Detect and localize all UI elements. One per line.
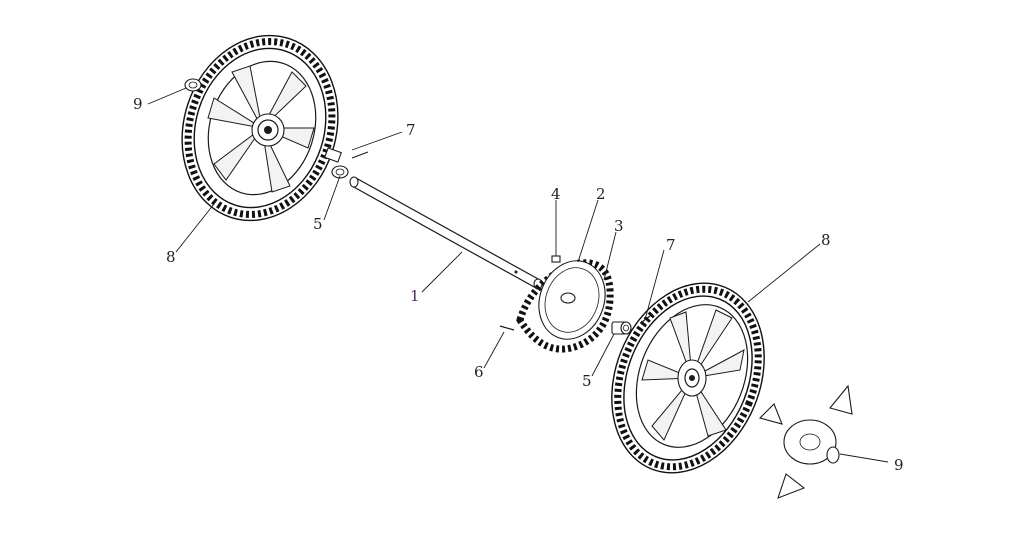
label-wheel-right: 8 <box>821 231 831 249</box>
key <box>551 255 561 263</box>
label-chain: 3 <box>614 217 624 235</box>
label-bushing-left: 5 <box>313 215 323 233</box>
label-spring-pin-left: 7 <box>406 121 416 139</box>
left-washer <box>184 78 202 92</box>
label-spring-pin-right: 7 <box>666 236 676 254</box>
pin <box>499 325 515 331</box>
sprocket-and-chain <box>516 259 614 353</box>
axle <box>349 176 543 290</box>
label-key: 4 <box>551 185 561 203</box>
leader-lines <box>147 87 889 463</box>
right-bushing <box>611 321 632 335</box>
label-sprocket: 2 <box>596 185 606 203</box>
callout-labels: 9 8 7 5 1 4 2 3 6 7 5 8 9 <box>133 95 904 474</box>
left-spring-pin <box>351 151 369 159</box>
left-wheel <box>181 34 339 222</box>
label-pin: 6 <box>474 363 484 381</box>
right-washer <box>826 446 840 464</box>
label-washer-left: 9 <box>133 95 143 113</box>
label-axle: 1 <box>410 287 420 305</box>
right-wheel <box>611 282 765 474</box>
label-bushing-right: 5 <box>582 372 592 390</box>
label-washer-right: 9 <box>894 456 904 474</box>
left-bushing <box>324 147 349 179</box>
hubcap <box>758 384 853 499</box>
label-wheel-left: 8 <box>166 248 176 266</box>
